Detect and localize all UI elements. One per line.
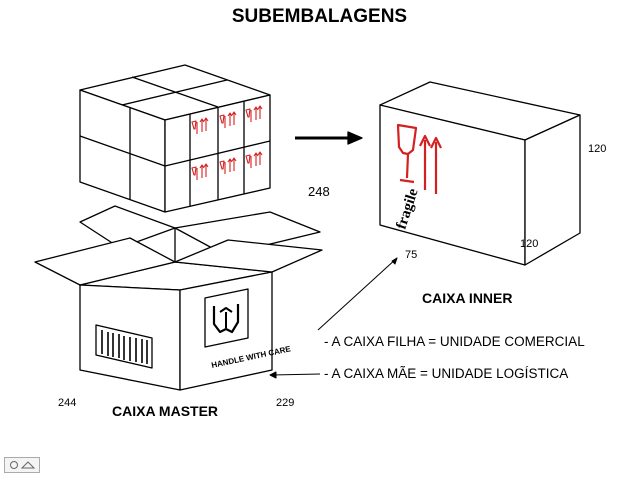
caixa-inner-label: CAIXA INNER (422, 290, 513, 306)
inner-depth-dimension: 120 (520, 238, 539, 250)
handle-with-care-icon (204, 288, 249, 348)
master-left-dimension: 244 (58, 397, 77, 409)
inner-height-dimension: 120 (588, 143, 607, 155)
note-caixa-filha: - A CAIXA FILHA = UNIDADE COMERCIAL (324, 334, 585, 349)
master-right-dimension: 229 (276, 397, 295, 409)
inner-box (379, 81, 581, 266)
barcode-icon (95, 324, 153, 369)
slide-nav-control[interactable] (4, 457, 40, 473)
slide-nav-icon (10, 461, 36, 469)
inner-boxes-stack (79, 64, 271, 213)
arrow-right-icon (295, 131, 363, 145)
master-box (34, 205, 323, 391)
stack-fragile-marks (191, 105, 263, 180)
stack-dimension: 248 (308, 184, 330, 199)
page-title: SUBEMBALAGENS (231, 6, 408, 27)
caixa-master-label: CAIXA MASTER (112, 403, 219, 419)
this-way-up-arrows-icon (419, 134, 442, 194)
note-caixa-mae: - A CAIXA MÃE = UNIDADE LOGÍSTICA (324, 366, 569, 381)
fragile-glass-icon (396, 123, 418, 184)
inner-width-dimension: 75 (405, 249, 418, 261)
